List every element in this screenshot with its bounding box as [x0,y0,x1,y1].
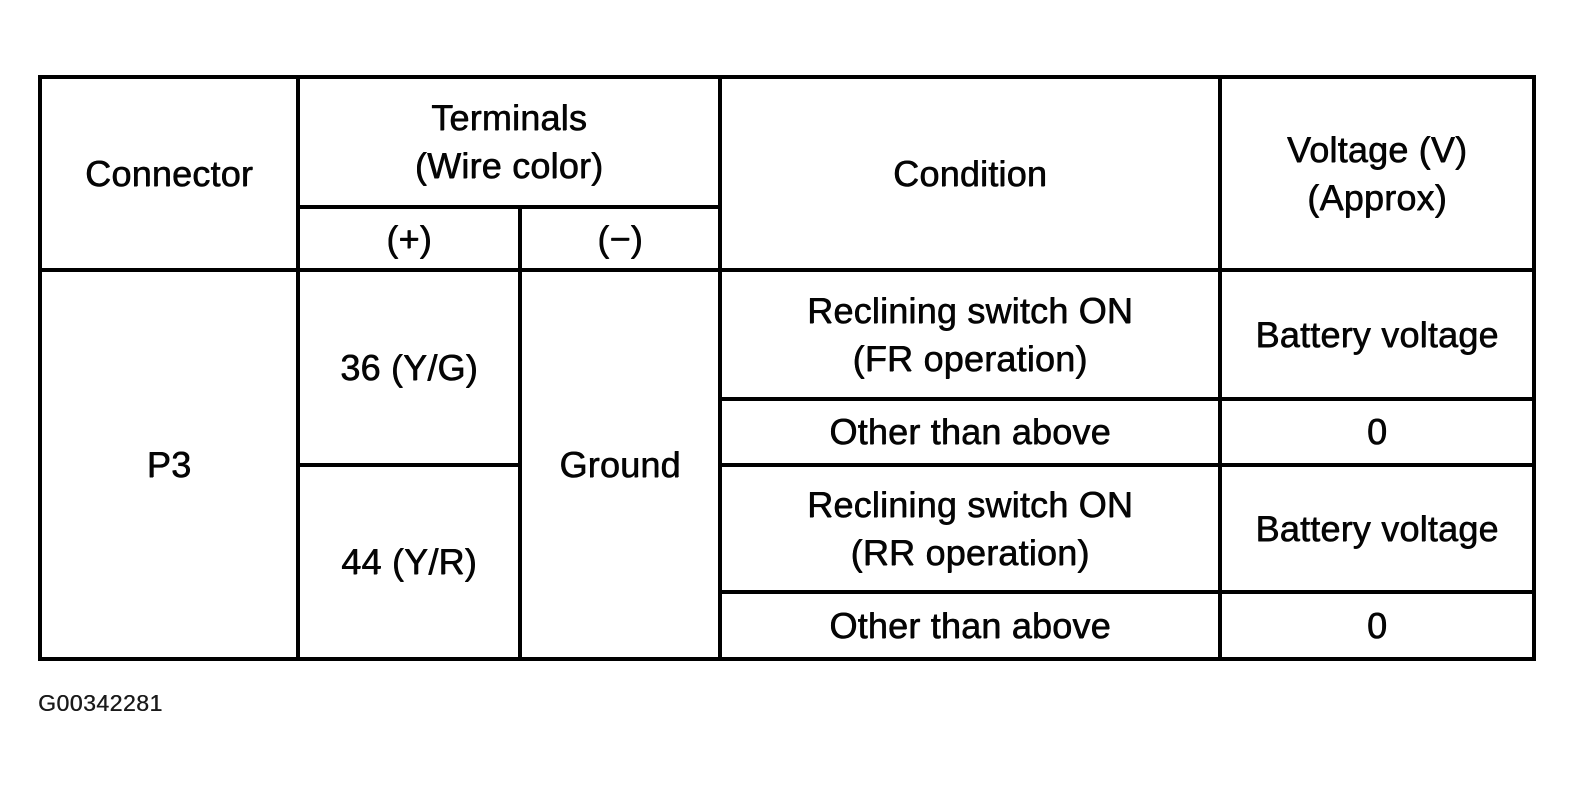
table-row: P3 36 (Y/G) Ground Reclining switch ON (… [38,268,1536,661]
cell-voltage-fr-on: Battery voltage [1218,268,1536,401]
cell-condition-fr-other: Other than above [718,397,1222,467]
header-cell-connector: Connector [38,75,300,272]
figure-id: G00342281 [38,690,163,716]
cell-plus-terminal-44: 44 (Y/R) [296,463,522,661]
cell-condition-rr-on: Reclining switch ON (RR operation) [718,463,1222,594]
cell-connector-value: P3 [38,268,300,661]
header-cell-plus-terminal: (+) [296,205,522,272]
header-cell-condition: Condition [718,75,1222,272]
cell-condition-rr-other: Other than above [718,590,1222,661]
header-cell-voltage: Voltage (V) (Approx) [1218,75,1536,272]
cell-plus-terminal-36: 36 (Y/G) [296,268,522,467]
cell-voltage-rr-on: Battery voltage [1218,463,1536,594]
table-row: 44 (Y/R) Reclining switch ON (RR operati… [40,463,1536,661]
voltage-spec-table: Connector Terminals (Wire color) Conditi… [38,75,1536,661]
header-cell-terminals: Terminals (Wire color) [296,75,722,209]
header-cell-minus-terminal: (−) [518,205,722,272]
table-row: Other than above 0 [40,590,1536,661]
table-row: Other than above 0 [40,397,1536,467]
cell-minus-terminal-ground: Ground [518,268,722,661]
cell-voltage-rr-other: 0 [1218,590,1536,661]
cell-voltage-fr-other: 0 [1218,397,1536,467]
cell-condition-fr-on: Reclining switch ON (FR operation) [718,268,1222,401]
